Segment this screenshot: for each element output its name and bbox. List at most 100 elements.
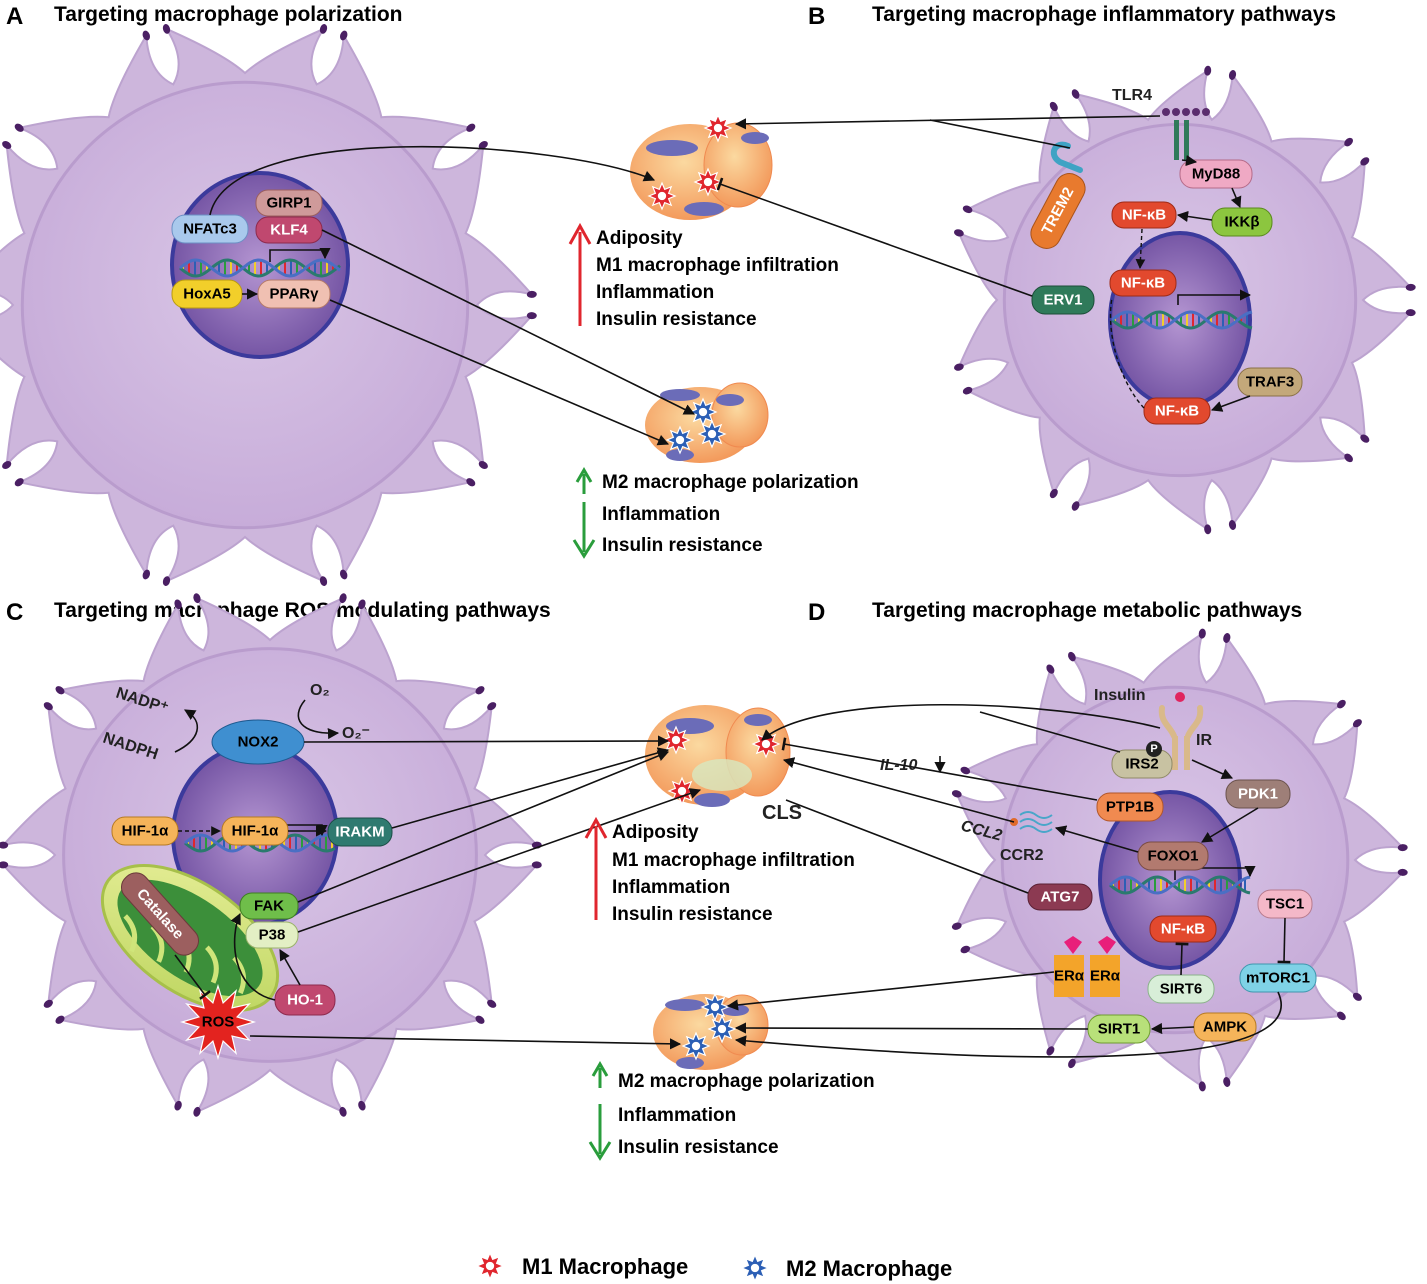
label-cls: CLS bbox=[762, 802, 802, 824]
arrow-ampk-sirt1 bbox=[1150, 1022, 1195, 1035]
outcome-item: Insulin resistance bbox=[618, 1137, 779, 1158]
node-erv1: ERV1 bbox=[1031, 285, 1095, 315]
small-up-arrow-icon bbox=[575, 467, 593, 494]
node-nox2: NOX2 bbox=[211, 719, 305, 765]
transcription-arrow bbox=[1177, 289, 1252, 305]
arrow-klf4-to-m2 bbox=[321, 229, 696, 415]
node-irakm: IRAKM bbox=[327, 817, 393, 847]
node-nfkb-lower: NF-κB bbox=[1143, 397, 1211, 425]
arrow-tlr4-to-m1 bbox=[734, 115, 1161, 130]
svg-text:SIRT6: SIRT6 bbox=[1160, 981, 1203, 998]
svg-text:TSC1: TSC1 bbox=[1266, 896, 1304, 913]
panel-letter: D bbox=[808, 599, 825, 626]
inhibit-atg7-to-m1 bbox=[785, 799, 1029, 894]
adipocyte-cluster-m2-bottom bbox=[653, 994, 769, 1070]
insulin-receptor-icon bbox=[1158, 705, 1204, 770]
arrow-myd88-ikkb bbox=[1230, 187, 1242, 209]
node-sirt6: SIRT6 bbox=[1147, 974, 1215, 1004]
svg-text:NF-κB: NF-κB bbox=[1121, 275, 1165, 292]
outcome-item: Adiposity bbox=[596, 228, 683, 249]
legend: M1 Macrophage M2 Macrophage bbox=[475, 1251, 952, 1283]
outcome-item: M2 macrophage polarization bbox=[602, 472, 859, 493]
node-atg7: ATG7 bbox=[1027, 883, 1093, 911]
m1-macrophage-star-icon bbox=[693, 167, 723, 197]
node-ho1: HO-1 bbox=[274, 984, 336, 1016]
label-o2-minus: O₂⁻ bbox=[342, 725, 370, 742]
inhibit-ptp1b-to-m1 bbox=[781, 737, 1098, 801]
outcome-item: M2 macrophage polarization bbox=[618, 1071, 875, 1092]
ros-burst-icon bbox=[179, 983, 257, 1061]
node-traf3: TRAF3 bbox=[1237, 367, 1303, 397]
dna-helix-icon bbox=[1111, 310, 1253, 330]
line-ir-irs2 bbox=[979, 711, 1121, 753]
m2-macrophage-star-icon bbox=[681, 1031, 711, 1061]
m2-macrophage-star-icon bbox=[707, 1014, 737, 1044]
arrow-pparg-to-m2 bbox=[329, 299, 670, 446]
arrow-ccr2-to-m1 bbox=[782, 757, 1015, 823]
insulin-molecule-icon bbox=[1175, 692, 1185, 702]
node-hif1a-cytoplasm: HIF-1α bbox=[111, 816, 179, 846]
outcome-list-down-top: M2 macrophage polarization Inflammation … bbox=[602, 472, 859, 556]
node-mtorc1: mTORC1 bbox=[1239, 963, 1317, 993]
svg-text:ERα: ERα bbox=[1090, 968, 1121, 985]
m1-macrophage-star-icon bbox=[751, 729, 781, 759]
arrow-sirt1-to-m2 bbox=[734, 1022, 1089, 1034]
inhibit-tsc1-mtorc1 bbox=[1277, 917, 1291, 964]
svg-text:FOXO1: FOXO1 bbox=[1148, 848, 1199, 865]
arrow-foxo1-ccr2 bbox=[1054, 825, 1139, 853]
arrow-tlr4-myd88 bbox=[1181, 155, 1198, 167]
arrow-nox2-to-m1 bbox=[303, 735, 670, 747]
legend-m1-star-icon bbox=[475, 1251, 505, 1281]
node-sirt1: SIRT1 bbox=[1087, 1014, 1151, 1044]
svg-text:NF-κB: NF-κB bbox=[1122, 207, 1166, 224]
arrow-ho1-p38 bbox=[279, 949, 301, 986]
svg-text:mTORC1: mTORC1 bbox=[1246, 970, 1310, 987]
label-ccr2: CCR2 bbox=[1000, 847, 1044, 864]
node-ikkb: IKKβ bbox=[1211, 207, 1273, 237]
line-tlr4-to-trem2 bbox=[929, 119, 1071, 149]
outcome-item: Inflammation bbox=[618, 1105, 736, 1126]
adipocyte-cluster-m1-top bbox=[630, 122, 773, 220]
panel-letter: C bbox=[6, 599, 23, 626]
svg-text:PDK1: PDK1 bbox=[1238, 786, 1278, 803]
arrow-o2-o2minus bbox=[297, 699, 340, 740]
adipocyte-cluster-m1-bottom bbox=[645, 705, 791, 807]
down-arrow-icon bbox=[588, 1104, 612, 1161]
node-ptp1b: PTP1B bbox=[1096, 792, 1164, 822]
svg-text:HoxA5: HoxA5 bbox=[183, 286, 231, 303]
m1-macrophage-star-icon bbox=[661, 725, 691, 755]
outcome-item: Insulin resistance bbox=[612, 904, 773, 925]
svg-text:IRS2: IRS2 bbox=[1125, 756, 1158, 773]
inhibit-erv1-to-m1 bbox=[716, 177, 1033, 297]
svg-text:ERα: ERα bbox=[1054, 968, 1085, 985]
transcription-arrow bbox=[269, 247, 331, 262]
node-nfkb-cytoplasm: NF-κB bbox=[1111, 201, 1177, 229]
arrow-ir-pdk1 bbox=[1191, 759, 1234, 779]
m2-macrophage-star-icon bbox=[665, 425, 695, 455]
node-foxo1: FOXO1 bbox=[1137, 841, 1209, 871]
node-p38: P38 bbox=[245, 921, 299, 949]
svg-text:PPARγ: PPARγ bbox=[270, 286, 320, 303]
outcome-list-down-bottom: M2 macrophage polarization Inflammation … bbox=[618, 1071, 875, 1158]
label-ros: ROS bbox=[202, 1014, 235, 1031]
panel-b-heading: B Targeting macrophage inflammatory path… bbox=[808, 3, 1336, 30]
up-arrow-icon bbox=[568, 222, 592, 326]
outcome-item: Insulin resistance bbox=[602, 535, 763, 556]
panel-d-heading: D Targeting macrophage metabolic pathway… bbox=[808, 599, 1302, 626]
arrow-pdk1-foxo1 bbox=[1201, 807, 1259, 843]
label-insulin: Insulin bbox=[1094, 687, 1146, 704]
arrow-traf3-nfkb bbox=[1210, 395, 1251, 412]
legend-m2-label: M2 Macrophage bbox=[786, 1256, 952, 1281]
outcome-list-up-bottom: Adiposity M1 macrophage infiltration Inf… bbox=[612, 822, 855, 925]
panel-title: Targeting macrophage metabolic pathways bbox=[872, 599, 1302, 622]
svg-text:HIF-1α: HIF-1α bbox=[122, 823, 170, 840]
svg-text:GIRP1: GIRP1 bbox=[266, 195, 311, 212]
label-o2: O₂ bbox=[310, 682, 330, 699]
svg-text:NF-κB: NF-κB bbox=[1161, 921, 1205, 938]
down-arrow-icon bbox=[572, 502, 596, 559]
outcome-item: Inflammation bbox=[602, 504, 720, 525]
svg-text:NFATc3: NFATc3 bbox=[183, 221, 237, 238]
svg-text:KLF4: KLF4 bbox=[270, 222, 308, 239]
node-fak: FAK bbox=[239, 892, 299, 920]
